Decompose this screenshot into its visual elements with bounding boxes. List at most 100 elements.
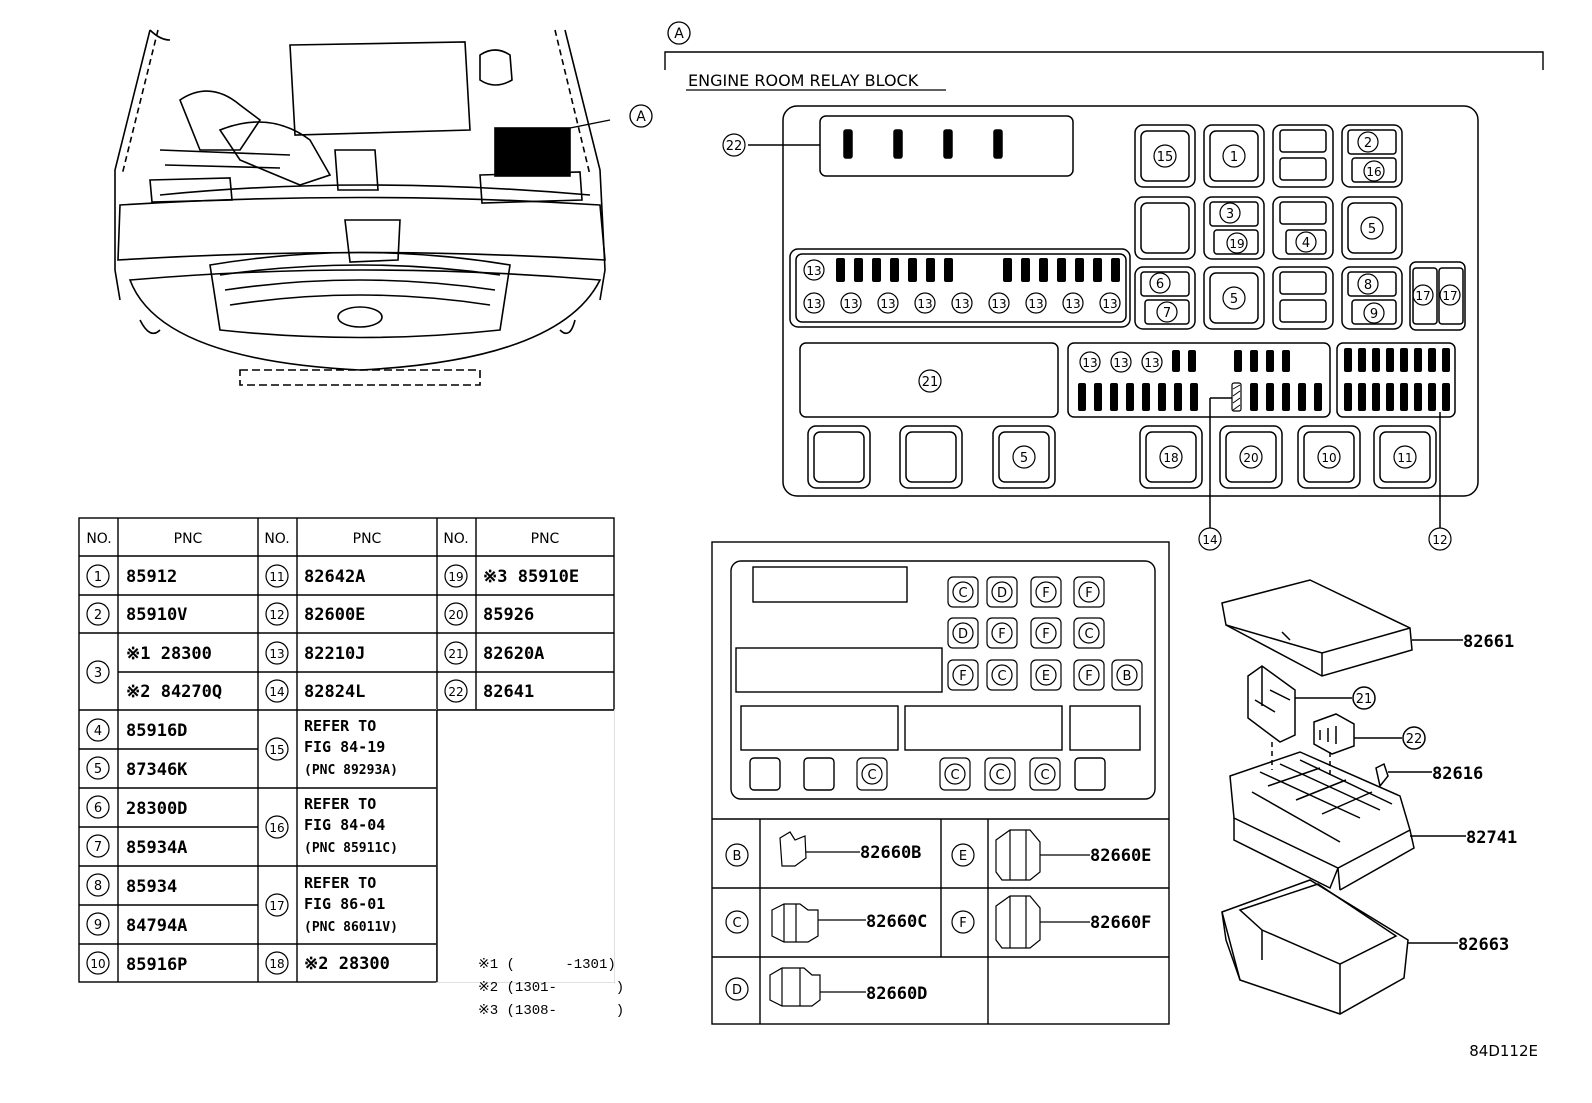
connector-slots: C D F F D F F C F C E F B C C C C — [856, 576, 1143, 791]
pos-19: 19 — [1226, 232, 1248, 254]
svg-text:13: 13 — [1065, 297, 1080, 311]
svg-text:82641: 82641 — [483, 682, 534, 702]
svg-text:82660C: 82660C — [866, 912, 927, 932]
svg-text:11: 11 — [269, 570, 284, 584]
svg-text:85916D: 85916D — [126, 721, 187, 741]
connector-e: E 82660E — [951, 829, 1151, 881]
parts-table-no-circles — [86, 564, 468, 975]
pos-13-mid: 13 13 13 — [1079, 351, 1163, 373]
connector-c-icon — [771, 903, 819, 943]
pos-2: 2 — [1357, 131, 1379, 153]
svg-text:2: 2 — [94, 608, 102, 623]
svg-text:※3 (1308- ): ※3 (1308- ) — [478, 1003, 624, 1019]
svg-text:8: 8 — [1364, 278, 1372, 293]
svg-text:A: A — [674, 26, 684, 42]
svg-text:※2 28300: ※2 28300 — [304, 954, 390, 974]
svg-text:82620A: 82620A — [483, 644, 544, 664]
svg-text:13: 13 — [880, 297, 895, 311]
connector-d: D 82660D — [725, 967, 927, 1007]
svg-text:87346K: 87346K — [126, 760, 188, 780]
svg-text:4: 4 — [94, 724, 102, 739]
pos-5b: 5 — [1222, 286, 1246, 310]
svg-text:D: D — [958, 627, 968, 642]
svg-text:7: 7 — [94, 840, 102, 855]
connector-f: F 82660F — [951, 895, 1151, 949]
pos-13-top: 13 — [803, 259, 825, 281]
connector-e-icon — [995, 829, 1041, 881]
svg-text:85916P: 85916P — [126, 955, 187, 975]
svg-text:※1 28300: ※1 28300 — [126, 644, 212, 664]
svg-text:82660D: 82660D — [866, 984, 927, 1004]
svg-text:C: C — [732, 916, 741, 931]
svg-text:84794A: 84794A — [126, 916, 187, 936]
svg-text:F: F — [1085, 586, 1092, 601]
svg-text:D: D — [732, 983, 742, 998]
svg-text:※2 84270Q: ※2 84270Q — [126, 682, 222, 702]
svg-text:13: 13 — [1144, 356, 1159, 370]
pos-16: 16 — [1363, 160, 1385, 182]
svg-text:※1 ( -1301): ※1 ( -1301) — [478, 957, 616, 973]
pos-15: 15 — [1153, 144, 1177, 168]
svg-text:4: 4 — [1302, 236, 1310, 251]
svg-text:82824L: 82824L — [304, 682, 365, 702]
svg-text:E: E — [1042, 669, 1050, 684]
callout-a-header: A — [667, 21, 691, 45]
svg-text:82660B: 82660B — [860, 843, 921, 863]
svg-text:3: 3 — [94, 666, 102, 681]
pos-8: 8 — [1357, 273, 1379, 295]
pos-22: 22 — [722, 133, 746, 157]
svg-text:8: 8 — [94, 879, 102, 894]
svg-text:18: 18 — [1163, 451, 1178, 465]
svg-text:NO.: NO. — [86, 531, 111, 547]
svg-text:10: 10 — [1321, 451, 1336, 465]
svg-text:16: 16 — [269, 821, 284, 835]
svg-text:20: 20 — [448, 608, 463, 622]
svg-text:PNC: PNC — [353, 531, 382, 547]
svg-text:C: C — [950, 768, 959, 783]
cover-82661: 82661 — [1221, 579, 1514, 677]
svg-text:21: 21 — [922, 375, 939, 390]
pos-7: 7 — [1156, 301, 1178, 323]
svg-text:A: A — [636, 109, 646, 125]
svg-text:F: F — [959, 916, 966, 931]
svg-text:13: 13 — [1102, 297, 1117, 311]
svg-text:85926: 85926 — [483, 605, 534, 625]
svg-text:12: 12 — [1432, 533, 1447, 547]
svg-text:82600E: 82600E — [304, 605, 365, 625]
connector-b: B 82660B — [725, 831, 921, 867]
svg-text:F: F — [1085, 669, 1092, 684]
pos-17a: 17 — [1412, 284, 1434, 306]
svg-text:82210J: 82210J — [304, 644, 365, 664]
pos-14: 14 — [1198, 527, 1222, 551]
svg-text:REFER TO: REFER TO — [304, 717, 376, 735]
svg-text:5: 5 — [1020, 451, 1028, 466]
svg-text:※3 85910E: ※3 85910E — [483, 567, 579, 587]
svg-text:82660E: 82660E — [1090, 846, 1151, 866]
svg-text:PNC: PNC — [174, 531, 203, 547]
parts-table-rows: 1 2 3 4 5 6 7 8 9 10 11 12 13 14 15 16 1… — [90, 570, 463, 971]
svg-text:21: 21 — [1356, 692, 1373, 707]
pos-5c: 5 — [1012, 445, 1036, 469]
svg-text:E: E — [959, 849, 967, 864]
svg-text:13: 13 — [1082, 356, 1097, 370]
svg-text:21: 21 — [448, 647, 463, 661]
parts-table-pnc: 85912 85910V ※1 28300 ※2 84270Q 85916D 8… — [126, 567, 579, 975]
svg-text:12: 12 — [269, 608, 284, 622]
connector-panel — [711, 541, 1170, 1025]
pos-6: 6 — [1149, 272, 1171, 294]
svg-text:FIG 84-04: FIG 84-04 — [304, 816, 385, 834]
svg-text:B: B — [733, 849, 742, 864]
svg-text:F: F — [959, 669, 966, 684]
svg-text:14: 14 — [1202, 533, 1217, 547]
pos-20: 20 — [1239, 445, 1263, 469]
svg-text:85910V: 85910V — [126, 605, 187, 625]
part-22: 22 — [1313, 713, 1426, 755]
svg-text:11: 11 — [1397, 451, 1412, 465]
svg-text:28300D: 28300D — [126, 799, 187, 819]
tray-82663: 82663 — [1221, 879, 1509, 1015]
svg-text:(PNC 85911C): (PNC 85911C) — [304, 841, 398, 856]
svg-text:NO.: NO. — [443, 531, 468, 547]
svg-text:15: 15 — [1157, 150, 1174, 165]
relay-block-title: ENGINE ROOM RELAY BLOCK — [688, 71, 919, 90]
block-82741: 82741 — [1229, 751, 1517, 891]
